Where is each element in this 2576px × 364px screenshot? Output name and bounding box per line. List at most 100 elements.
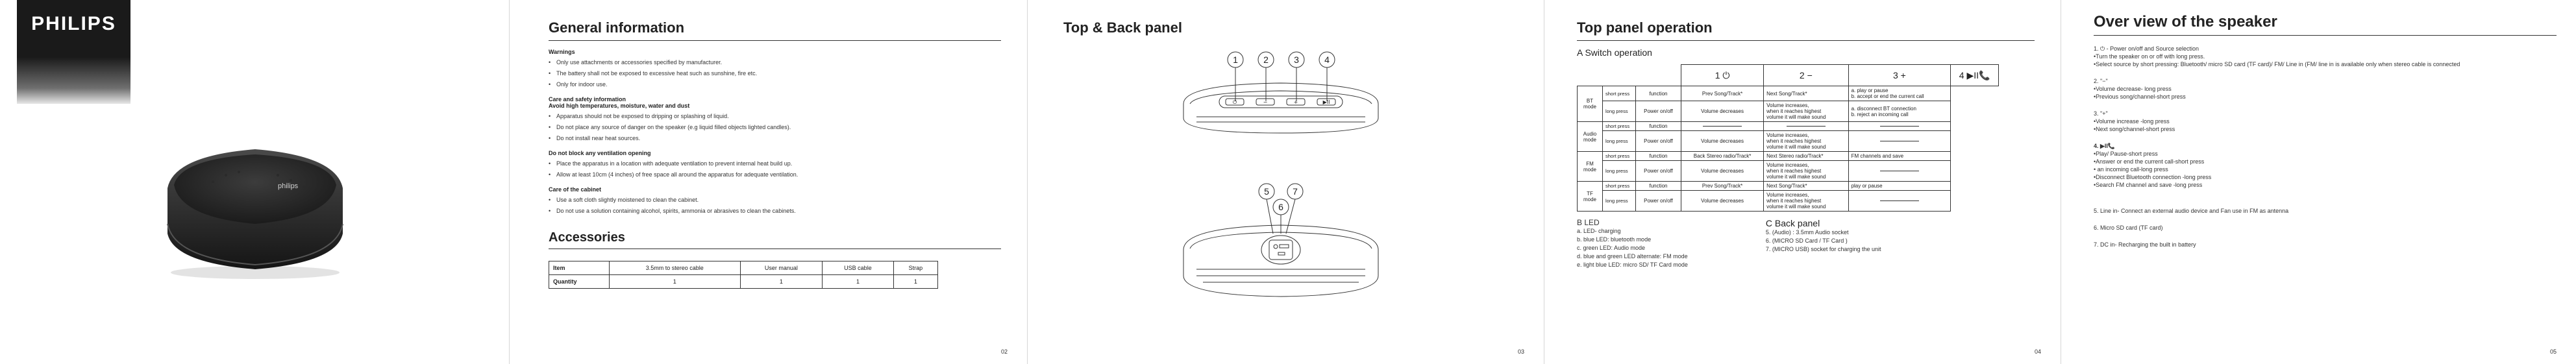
page-number: 03: [1517, 348, 1524, 355]
minus-icon: −: [1263, 99, 1268, 105]
table-header-row: 1 ⏻ 2 − 3 + 4 ▶II📞: [1578, 64, 1999, 86]
back-panel-line: 6. (MICRO SD Card / TF Card ): [1765, 237, 1848, 244]
page-top-back-panel: Top & Back panel 1 2 3 4 ⏻: [1028, 0, 1544, 364]
back-panel-diagram: 5 7 6: [1183, 183, 1379, 297]
back-panel-line: 5. (Audio) : 3.5mm Audio socket: [1765, 229, 1849, 236]
led-line: e. light blue LED: micro SD/ TF Card mod…: [1577, 261, 1688, 268]
table-cell: Volume increases, when it reaches highes…: [1763, 130, 1849, 152]
table-cell: Next Song/Track*: [1763, 181, 1849, 191]
table-cell: 1: [609, 274, 741, 289]
list-item: Do not place any source of danger on the…: [549, 123, 1001, 131]
bullet-list: Only use attachments or accessories spec…: [549, 58, 1001, 88]
list-item: Do not install near heat sources.: [549, 134, 1001, 142]
table-cell: 1: [739, 274, 823, 289]
overview-line: •Disconnect Bluetooth connection -long p…: [2094, 174, 2212, 180]
speaker-photo: philips: [148, 110, 362, 289]
led-line: a. LED- charging: [1577, 228, 1621, 234]
page-overview: Over view of the speaker 1. ⏻ - Power on…: [2061, 0, 2576, 364]
table-cell: [1848, 121, 1951, 131]
table-cell: USB cable: [822, 261, 894, 275]
table-cell: function: [1635, 151, 1682, 161]
mode-cell: Audio mode: [1577, 121, 1603, 152]
page-number: 04: [2034, 348, 2041, 355]
empty-dash: [1786, 126, 1826, 127]
callout-4: 4: [1324, 55, 1330, 65]
power-icon: ⏻: [1233, 99, 1237, 105]
overview-line: •Volume decrease- long press: [2094, 86, 2172, 92]
callout-5: 5: [1264, 186, 1269, 197]
page-title: General information: [549, 19, 1001, 41]
table-cell: Volume increases, when it reaches highes…: [1763, 190, 1849, 212]
list-item: Allow at least 10cm (4 inches) of free s…: [549, 171, 1001, 178]
list-item: Only use attachments or accessories spec…: [549, 58, 1001, 66]
table-cell: short press: [1602, 151, 1636, 161]
table-cell: function: [1635, 86, 1682, 101]
overview-block: 4. ▶II📞 •Play/ Pause-short press •Answer…: [2094, 142, 2557, 189]
speaker-emblem-text: philips: [278, 182, 299, 190]
table-cell: Volume decreases: [1681, 160, 1765, 182]
table-cell: [1681, 121, 1765, 131]
cover-page: PHILIPS: [0, 0, 509, 364]
overview-block: 2. "−" •Volume decrease- long press •Pre…: [2094, 77, 2557, 101]
overview-line: 7. DC in- Recharging the built in batter…: [2094, 241, 2196, 248]
table-header: 2 −: [1763, 64, 1849, 86]
back-panel-line: 7. (MICRO USB) socket for charging the u…: [1765, 246, 1881, 252]
led-line: c. green LED: Audio mode: [1577, 245, 1646, 251]
section-heading: Warnings: [549, 49, 575, 55]
table-cell: short press: [1602, 121, 1636, 131]
accessories-table: Item 3.5mm to stereo cable User manual U…: [549, 261, 939, 289]
table-header: 4 ▶II📞: [1950, 64, 1999, 86]
table-cell: Power on/off: [1635, 130, 1682, 152]
table-row: Quantity 1 1 1 1: [549, 274, 939, 289]
list-item: Only for indoor use.: [549, 80, 1001, 88]
table-cell: play or pause: [1848, 181, 1951, 191]
overview-block: 1. ⏻ - Power on/off and Source selection…: [2094, 45, 2557, 68]
overview-block: 3. "+" •Volume increase -long press •Nex…: [2094, 110, 2557, 133]
overview-heading: 1. ⏻ - Power on/off and Source selection: [2094, 45, 2199, 52]
table-cell: short press: [1602, 181, 1636, 191]
overview-line: •Volume increase -long press: [2094, 118, 2170, 125]
table-cell: 3.5mm to stereo cable: [609, 261, 741, 275]
overview-list: 1. ⏻ - Power on/off and Source selection…: [2094, 45, 2557, 249]
table-cell: short press: [1602, 86, 1636, 101]
page-title: Over view of the speaker: [2094, 13, 2557, 36]
section-heading: Care of the cabinet: [549, 186, 602, 193]
overview-block: 6. Micro SD card (TF card): [2094, 224, 2557, 232]
accessories-title: Accessories: [549, 230, 1001, 249]
table-row: Item 3.5mm to stereo cable User manual U…: [549, 261, 939, 275]
overview-line: •Turn the speaker on or off with long pr…: [2094, 53, 2205, 60]
plus-icon: +: [1294, 99, 1298, 105]
table-cell: Power on/off: [1635, 160, 1682, 182]
table-cell: [1848, 130, 1951, 152]
table-cell: long press: [1602, 160, 1636, 182]
section-subtitle: A Switch operation: [1577, 47, 1652, 58]
table-header: 3 +: [1848, 64, 1951, 86]
table-cell: Strap: [893, 261, 939, 275]
table-cell: Prev Song/Track*: [1681, 86, 1765, 101]
bullet-list: Place the apparatus in a location with a…: [549, 160, 1001, 178]
table-cell: Power on/off: [1635, 101, 1682, 122]
section-heading: Do not block any ventilation opening: [549, 150, 651, 156]
callout-6: 6: [1278, 202, 1283, 212]
list-item: Do not use a solution containing alcohol…: [549, 207, 1001, 215]
empty-dash: [1879, 126, 1919, 127]
table-cell: User manual: [739, 261, 823, 275]
table-cell: Volume decreases: [1681, 130, 1765, 152]
page-top-panel-operation: Top panel operation A Switch operation 1…: [1544, 0, 2061, 364]
callout-2: 2: [1263, 55, 1269, 65]
table-cell: long press: [1602, 101, 1636, 122]
overview-line: •Play/ Pause-short press: [2094, 151, 2158, 157]
table-cell: function: [1635, 121, 1682, 131]
bullet-list: Use a soft cloth slightly moistened to c…: [549, 196, 1001, 215]
table-cell: Volume decreases: [1681, 190, 1765, 212]
brand-wordmark: PHILIPS: [31, 13, 116, 34]
table-cell: Prev Song/Track*: [1681, 181, 1765, 191]
page-general-information: General information Warnings Only use at…: [510, 0, 1027, 364]
overview-line: •Select source by short pressing: Blueto…: [2094, 61, 2460, 67]
table-cell: long press: [1602, 190, 1636, 212]
